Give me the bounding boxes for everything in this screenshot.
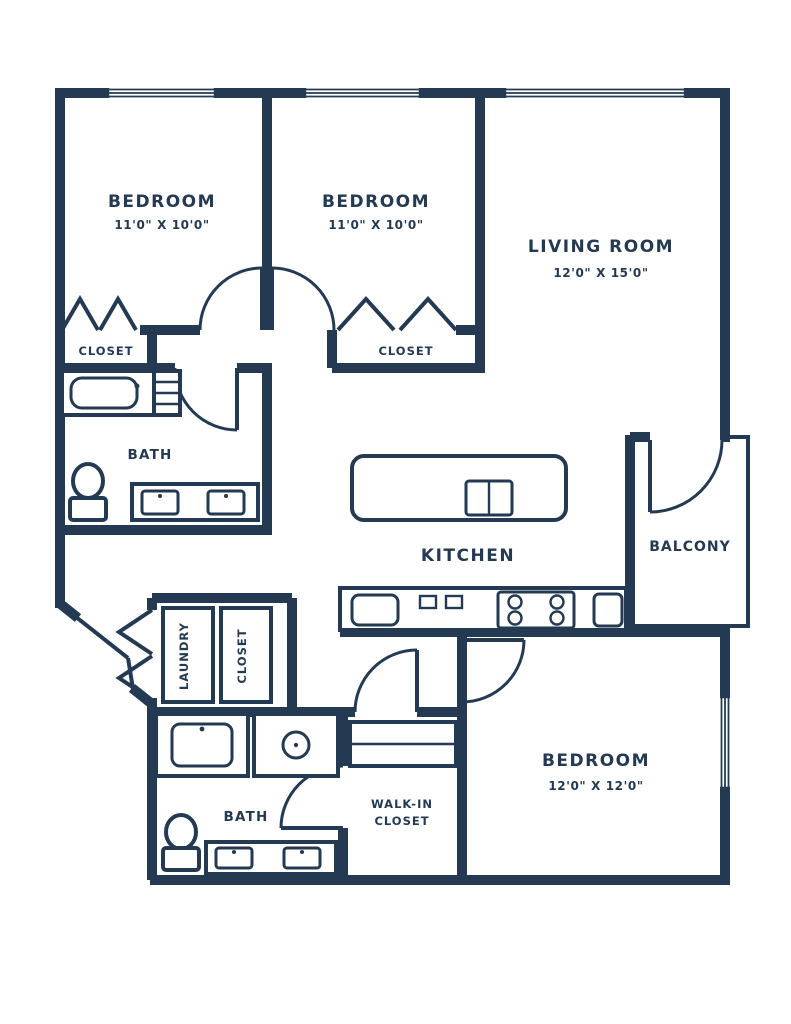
- window-bedroom3: [720, 695, 730, 790]
- balcony-railing: [632, 435, 750, 628]
- bath1-label: BATH: [128, 447, 173, 463]
- vanity-fixture-bath2-lower: [204, 840, 338, 876]
- walk-in-shelf: [348, 720, 458, 768]
- living-room-label: LIVING ROOM: [528, 237, 674, 257]
- door-bedroom3: [461, 638, 526, 704]
- bedroom3-label: BEDROOM: [542, 751, 650, 771]
- laundry-label: LAUNDRY: [177, 622, 191, 690]
- kitchen-label: KITCHEN: [421, 546, 515, 566]
- vanity-fixture-bath1: [130, 482, 260, 522]
- balcony-label: BALCONY: [649, 539, 730, 555]
- walk-in-label-line1: WALK-IN: [371, 797, 433, 811]
- bedroom2-label: BEDROOM: [322, 192, 430, 212]
- toilet-fixture-bath1: [68, 462, 108, 522]
- stove-fixture: [496, 590, 576, 630]
- bedroom2-dims: 11'0" X 10'0": [328, 218, 423, 232]
- door-bedroom2: [270, 266, 336, 331]
- bedroom1-label: BEDROOM: [108, 192, 216, 212]
- window-bedroom1: [106, 88, 217, 98]
- kitchen-counter: [338, 586, 628, 632]
- bifold-doors-laundry: [115, 608, 154, 702]
- bathtub-fixture: [60, 369, 182, 417]
- closet2-label: CLOSET: [378, 344, 433, 358]
- door-entry: [74, 615, 135, 690]
- bedroom3-dims: 12'0" X 12'0": [548, 779, 643, 793]
- bedroom1-dims: 11'0" X 10'0": [114, 218, 209, 232]
- window-living-room: [503, 88, 687, 98]
- vanity-fixture-bath2-upper: [154, 712, 250, 778]
- door-bedroom1: [198, 266, 264, 331]
- living-room-dims: 12'0" X 15'0": [553, 266, 648, 280]
- laundry-closet-label: CLOSET: [235, 628, 249, 683]
- door-walk-in: [353, 648, 419, 713]
- kitchen-island: [350, 454, 568, 522]
- closet1-label: CLOSET: [78, 344, 133, 358]
- bath2-label: BATH: [224, 809, 269, 825]
- shower-fixture-bath2: [252, 712, 340, 778]
- toilet-fixture-bath2: [161, 813, 201, 872]
- bifold-doors-closet2: [336, 296, 458, 332]
- walk-in-label-line2: CLOSET: [374, 814, 429, 828]
- door-balcony: [648, 439, 724, 514]
- dryer-unit: [219, 606, 273, 704]
- window-bedroom2: [303, 88, 422, 98]
- room-labels: BEDROOM 11'0" X 10'0" BEDROOM 11'0" X 10…: [78, 192, 730, 828]
- washer-unit: [161, 606, 215, 704]
- bifold-doors-closet1: [60, 295, 138, 332]
- door-bath1: [173, 367, 239, 432]
